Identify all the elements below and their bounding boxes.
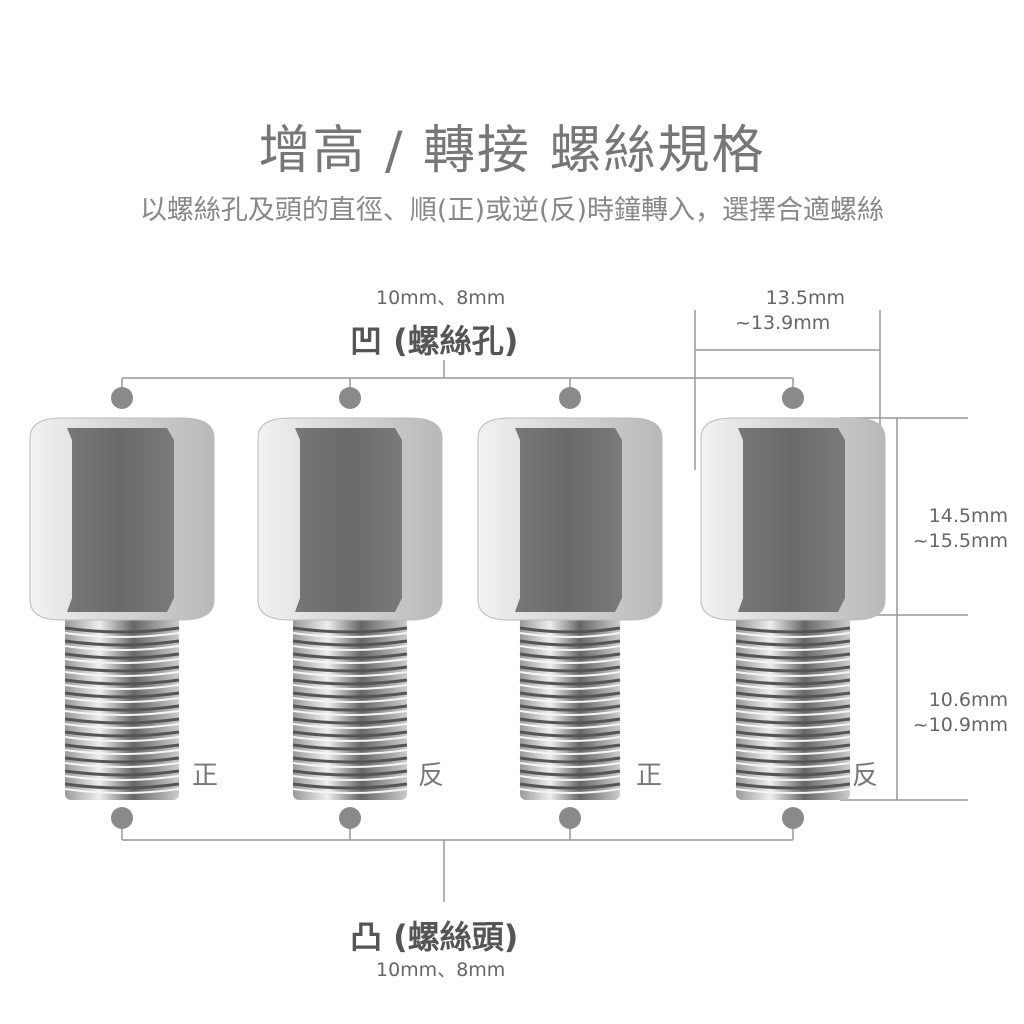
page-title: 增高 / 轉接 螺絲規格 <box>258 121 766 181</box>
hex-head <box>477 417 663 621</box>
hex-width-line2: ~13.9mm <box>735 312 831 334</box>
bottom-dot <box>559 807 581 829</box>
direction-label-1: 正 <box>192 761 219 791</box>
direction-label-3: 正 <box>636 761 663 791</box>
screw-2 <box>257 387 443 829</box>
bottom-dot <box>339 807 361 829</box>
female-size: 10mm、8mm <box>376 287 506 309</box>
bottom-dot <box>111 807 133 829</box>
hex-height-line2: ~15.5mm <box>912 530 1008 552</box>
hex-head <box>257 417 443 621</box>
screw-1 <box>29 387 215 829</box>
top-dot <box>559 387 581 409</box>
hex-width-line1: 13.5mm <box>765 287 845 309</box>
bottom-dot <box>782 807 804 829</box>
direction-label-2: 反 <box>418 761 445 791</box>
thread <box>292 615 408 800</box>
top-dot <box>782 387 804 409</box>
hex-height-line1: 14.5mm <box>928 505 1008 527</box>
thread <box>519 615 621 800</box>
female-label: 凹 (螺絲孔) <box>350 322 519 360</box>
thread-length-line1: 10.6mm <box>928 689 1008 711</box>
hex-head <box>29 417 215 621</box>
male-size: 10mm、8mm <box>376 959 506 981</box>
male-label: 凸 (螺絲頭) <box>350 918 519 956</box>
thread <box>64 615 180 800</box>
hex-head <box>700 417 886 621</box>
screw-4 <box>700 387 886 829</box>
top-dot <box>339 387 361 409</box>
top-dot <box>111 387 133 409</box>
page-subtitle: 以螺絲孔及頭的直徑、順(正)或逆(反)時鐘轉入，選擇合適螺絲 <box>139 195 885 226</box>
direction-label-4: 反 <box>852 761 879 791</box>
screw-3 <box>477 387 663 829</box>
thread-length-line2: ~10.9mm <box>912 714 1008 736</box>
thread <box>735 615 851 800</box>
